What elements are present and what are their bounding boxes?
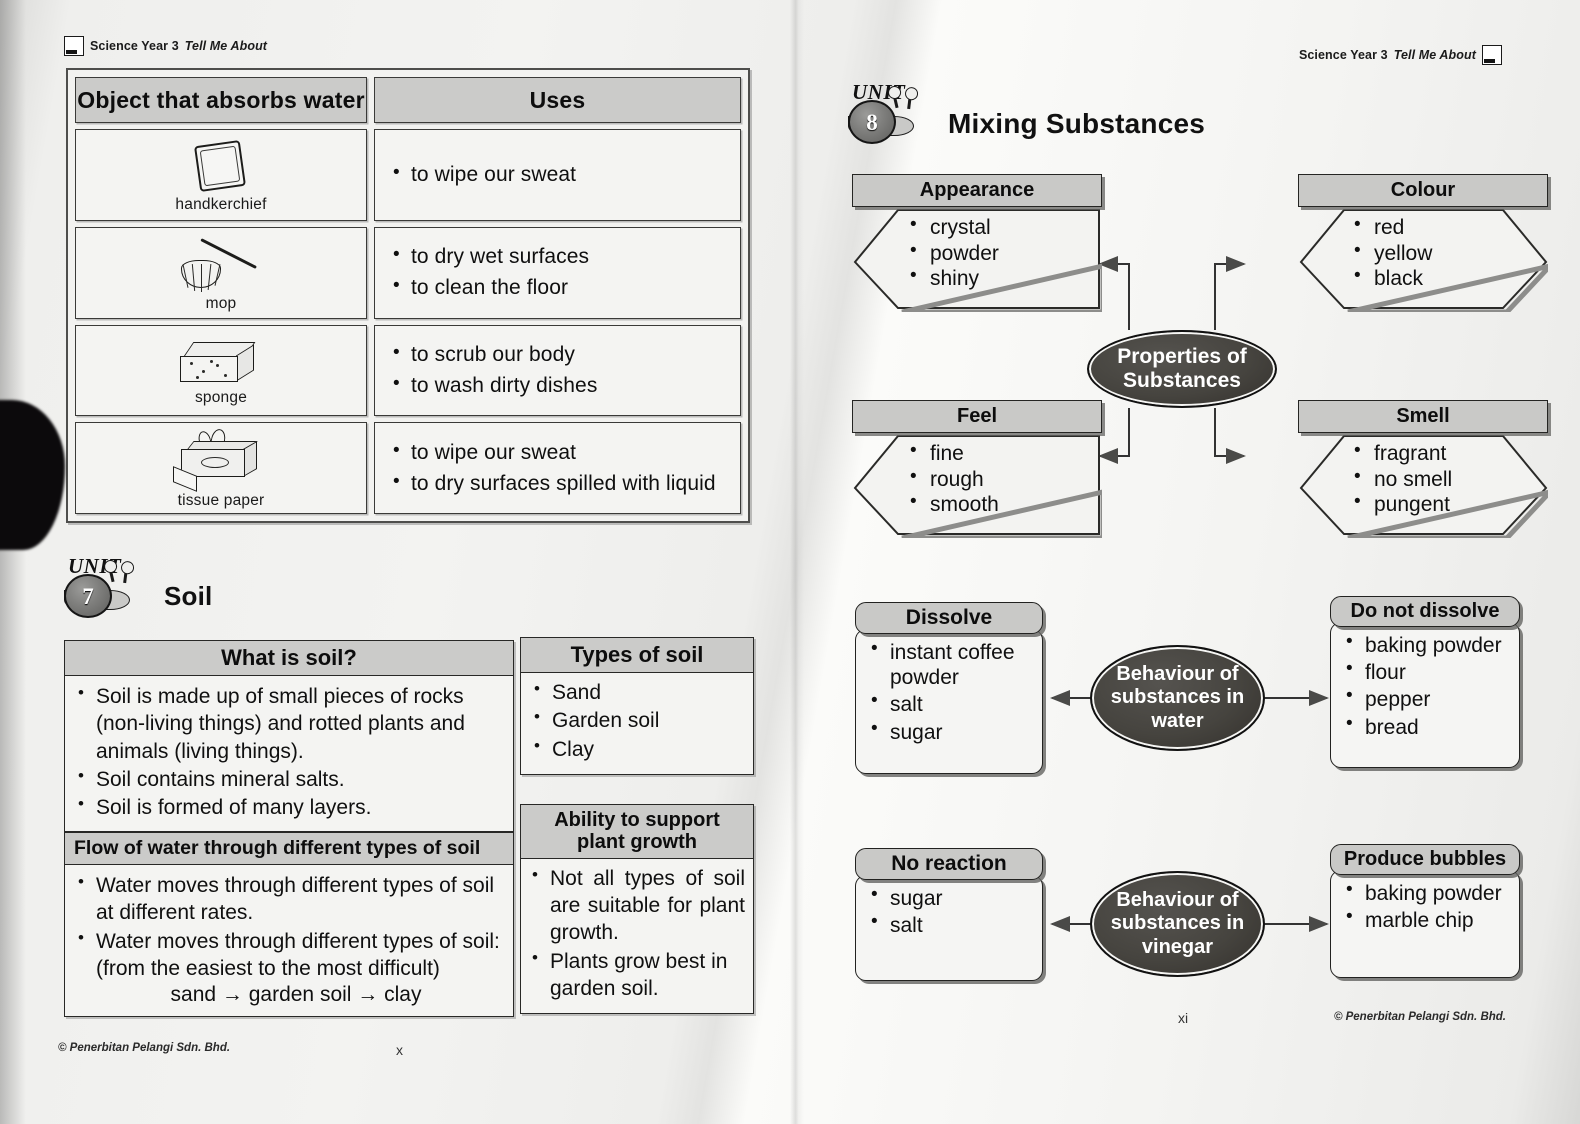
list-item: to scrub our body	[393, 340, 740, 369]
tissue-paper-icon	[173, 427, 267, 492]
page-number-left: x	[396, 1042, 403, 1058]
node-dissolve: Dissolve instant coffee powder salt suga…	[855, 602, 1043, 774]
list-item: pepper	[1341, 685, 1511, 712]
list-item: salt	[866, 690, 1034, 717]
list-item: baking powder	[1341, 631, 1511, 658]
list-item: to clean the floor	[393, 273, 740, 302]
list-item: Plants grow best in garden soil.	[529, 947, 745, 1003]
list-item: marble chip	[1341, 906, 1511, 933]
list-item: to dry wet surfaces	[393, 242, 740, 271]
footer-copyright-right: © Penerbitan Pelangi Sdn. Bhd.	[1333, 1011, 1506, 1023]
uses-cell: to dry wet surfaces to clean the floor	[374, 226, 741, 319]
uses-cell: to scrub our body to wash dirty dishes	[374, 324, 741, 417]
list-item: no smell	[1354, 465, 1548, 493]
list-item: Water moves through different types of s…	[75, 927, 503, 983]
center-node-vinegar: Behaviour of substances in vinegar	[1090, 871, 1265, 977]
node-feel: Feel fine rough smooth	[852, 400, 1102, 538]
object-cell: mop	[75, 226, 367, 319]
list-item: Not all types of soil are suitable for p…	[529, 864, 745, 947]
list-item: to dry surfaces spilled with liquid	[393, 469, 740, 498]
uses-cell: to wipe our sweat to dry surfaces spille…	[374, 422, 741, 514]
list-item: baking powder	[1341, 879, 1511, 906]
list-item: fragrant	[1354, 439, 1548, 467]
right-page: Science Year 3 Tell Me About UNIT 8 Mixi…	[800, 0, 1580, 1124]
running-head-subtitle: Tell Me About	[184, 39, 268, 53]
list-item: sugar	[866, 884, 1034, 911]
list-item: rough	[910, 465, 1102, 493]
absorbs-water-table: Object that absorbs water Uses handkerch…	[66, 68, 750, 523]
node-produce-bubbles: Produce bubbles baking powder marble chi…	[1330, 844, 1520, 978]
box-plant-growth: Ability to support plant growth Not all …	[520, 804, 754, 1015]
list-item: to wipe our sweat	[393, 160, 740, 189]
object-cell: handkerchief	[75, 129, 367, 221]
center-node-properties: Properties of Substances	[1087, 330, 1277, 408]
list-item: sugar	[866, 718, 1034, 745]
list-item: shiny	[910, 264, 1102, 292]
list-item: Water moves through different types of s…	[75, 871, 503, 927]
node-colour: Colour red yellow black	[1298, 174, 1548, 312]
pelangi-logo-icon	[1482, 45, 1502, 65]
list-item: Clay	[531, 735, 743, 763]
mop-icon	[171, 236, 271, 294]
table-row: mop to dry wet surfaces to clean the flo…	[75, 226, 741, 319]
list-item: fine	[910, 439, 1102, 467]
node-no-reaction: No reaction sugar salt	[855, 848, 1043, 981]
running-head-title: Science Year 3	[90, 39, 179, 53]
unit-title: Mixing Substances	[948, 108, 1206, 139]
running-head-subtitle: Tell Me About	[1393, 48, 1476, 62]
unit-title: Soil	[164, 581, 213, 611]
table-row: sponge to scrub our body to wash dirty d…	[75, 324, 741, 417]
pelangi-logo-icon	[64, 36, 84, 56]
object-cell: tissue paper	[75, 422, 367, 514]
box-types-of-soil: Types of soil Sand Garden soil Clay	[520, 637, 754, 775]
list-item: to wipe our sweat	[393, 438, 740, 467]
list-item: Sand	[531, 678, 743, 706]
list-item: pungent	[1354, 490, 1548, 518]
node-appearance: Appearance crystal powder shiny	[852, 174, 1102, 312]
left-page: Science Year 3 Tell Me About Object that…	[0, 0, 800, 1124]
table-row: tissue paper to wipe our sweat to dry su…	[75, 422, 741, 514]
list-item: smooth	[910, 490, 1102, 518]
center-node-water: Behaviour of substances in water	[1090, 645, 1265, 751]
list-item: powder	[910, 239, 1102, 267]
running-head-left: Science Year 3 Tell Me About	[64, 36, 267, 56]
node-do-not-dissolve: Do not dissolve baking powder flour pepp…	[1330, 596, 1520, 768]
list-item: flour	[1341, 658, 1511, 685]
unit-snail-badge-icon: UNIT 7	[62, 554, 154, 618]
unit-snail-badge-icon: UNIT 8	[846, 80, 938, 144]
table-row: handkerchief to wipe our sweat	[75, 129, 741, 221]
list-item: crystal	[910, 213, 1102, 241]
sponge-icon	[178, 338, 264, 388]
box-what-is-soil: What is soil? Soil is made up of small p…	[64, 640, 514, 833]
list-item: yellow	[1354, 239, 1548, 267]
unit-8-heading: UNIT 8 Mixing Substances	[846, 80, 1206, 144]
list-item: Soil is formed of many layers.	[75, 793, 503, 821]
object-cell: sponge	[75, 324, 367, 417]
unit-7-heading: UNIT 7 Soil	[62, 554, 213, 618]
list-item: Garden soil	[531, 706, 743, 734]
table-header-row: Object that absorbs water Uses	[75, 77, 741, 123]
column-header-uses: Uses	[374, 77, 741, 123]
list-item: Soil is made up of small pieces of rocks…	[75, 682, 503, 765]
node-smell: Smell fragrant no smell pungent	[1298, 400, 1548, 538]
uses-cell: to wipe our sweat	[374, 129, 741, 221]
running-head-right: Science Year 3 Tell Me About	[1299, 45, 1502, 65]
soil-sequence: sand → garden soil → clay	[170, 983, 422, 1007]
box-flow-of-water: Flow of water through different types of…	[64, 832, 514, 1018]
list-item: red	[1354, 213, 1548, 241]
list-item: salt	[866, 911, 1034, 938]
footer-copyright-left: © Penerbitan Pelangi Sdn. Bhd.	[58, 1042, 231, 1054]
page-number-right: xi	[1178, 1010, 1189, 1026]
list-item: black	[1354, 264, 1548, 292]
list-item: to wash dirty dishes	[393, 371, 740, 400]
list-item: instant coffee powder	[866, 638, 1034, 690]
running-head-title: Science Year 3	[1298, 48, 1388, 62]
column-header-object: Object that absorbs water	[75, 77, 367, 123]
list-item: Soil contains mineral salts.	[75, 765, 503, 793]
list-item: bread	[1341, 713, 1511, 740]
handkerchief-icon	[189, 139, 253, 195]
